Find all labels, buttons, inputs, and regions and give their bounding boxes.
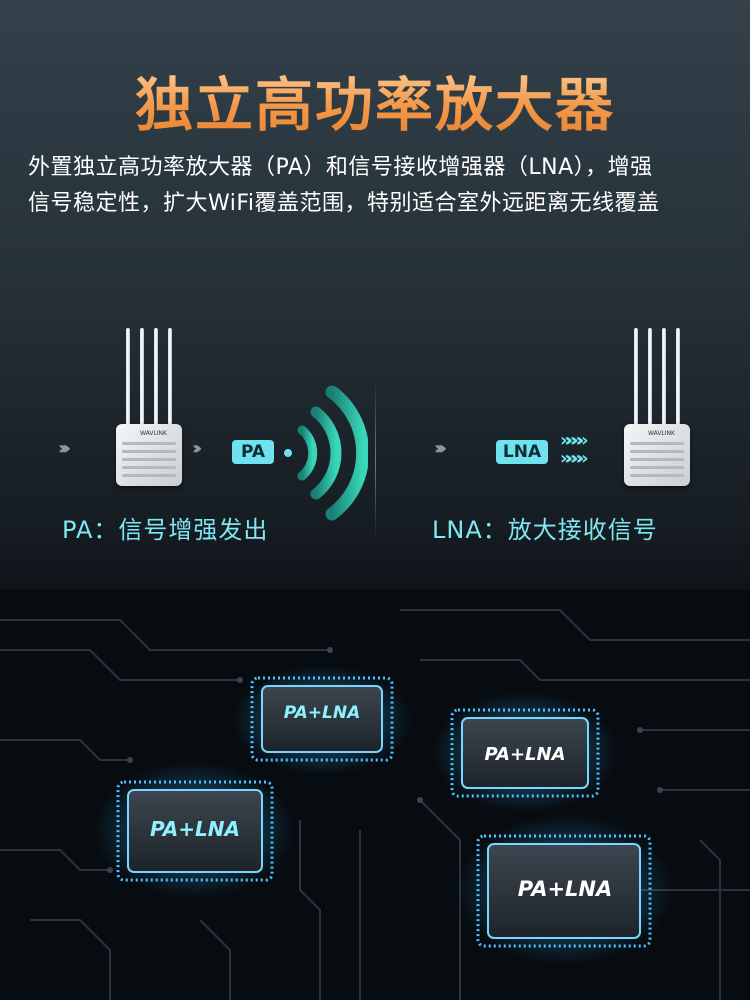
page-title: 独立高功率放大器 — [0, 58, 750, 142]
antenna — [126, 328, 130, 428]
wifi-signal-icon — [284, 385, 368, 521]
chip-label: PA+LNA — [484, 744, 565, 765]
antenna — [140, 328, 144, 428]
lna-tag: LNA — [496, 440, 548, 464]
circuit-traces — [0, 609, 750, 1000]
amplified-arrows-icon: »»»» — [560, 448, 588, 469]
chip-4: PA+LNA — [457, 815, 673, 965]
panel-divider — [375, 380, 376, 540]
antenna — [676, 328, 680, 428]
router-body: WAVLINK — [624, 424, 690, 486]
antenna — [648, 328, 652, 428]
input-arrows-icon: ››››› — [58, 438, 71, 459]
chip-label: PA+LNA — [518, 877, 613, 901]
description-line-2: 信号稳定性，扩大WiFi覆盖范围，特别适合室外远距离无线覆盖 — [28, 191, 660, 216]
antenna — [634, 328, 638, 428]
router-device-left: WAVLINK — [116, 316, 186, 486]
brand-logo: WAVLINK — [140, 430, 167, 437]
heatsink-fins — [122, 442, 176, 482]
chip-label: PA+LNA — [150, 817, 240, 841]
pa-tag: PA — [232, 440, 274, 464]
router-device-right: WAVLINK — [624, 316, 694, 486]
chip-3: PA+LNA — [94, 762, 294, 898]
chip-label: PA+LNA — [284, 703, 361, 723]
lna-caption: LNA：放大接收信号 — [432, 516, 658, 544]
heatsink-fins — [630, 442, 684, 482]
description-line-1: 外置独立高功率放大器（PA）和信号接收增强器（LNA），增强 — [28, 155, 653, 180]
router-body: WAVLINK — [116, 424, 182, 486]
chip-2: PA+LNA — [433, 692, 617, 812]
chip-1: PA+LNA — [232, 665, 412, 775]
antenna — [662, 328, 666, 428]
input-arrows-icon: ››››› — [434, 438, 447, 459]
circuit-board: PA+LNA PA+LNA PA+LNA PA+LNA — [0, 590, 750, 1000]
antenna — [154, 328, 158, 428]
pa-caption: PA：信号增强发出 — [62, 516, 269, 544]
antenna — [168, 328, 172, 428]
output-arrows-icon: ››› — [192, 438, 203, 459]
amplified-arrows-icon: »»»» — [560, 430, 588, 451]
description: 外置独立高功率放大器（PA）和信号接收增强器（LNA），增强 信号稳定性，扩大W… — [28, 150, 728, 222]
brand-logo: WAVLINK — [648, 430, 675, 437]
